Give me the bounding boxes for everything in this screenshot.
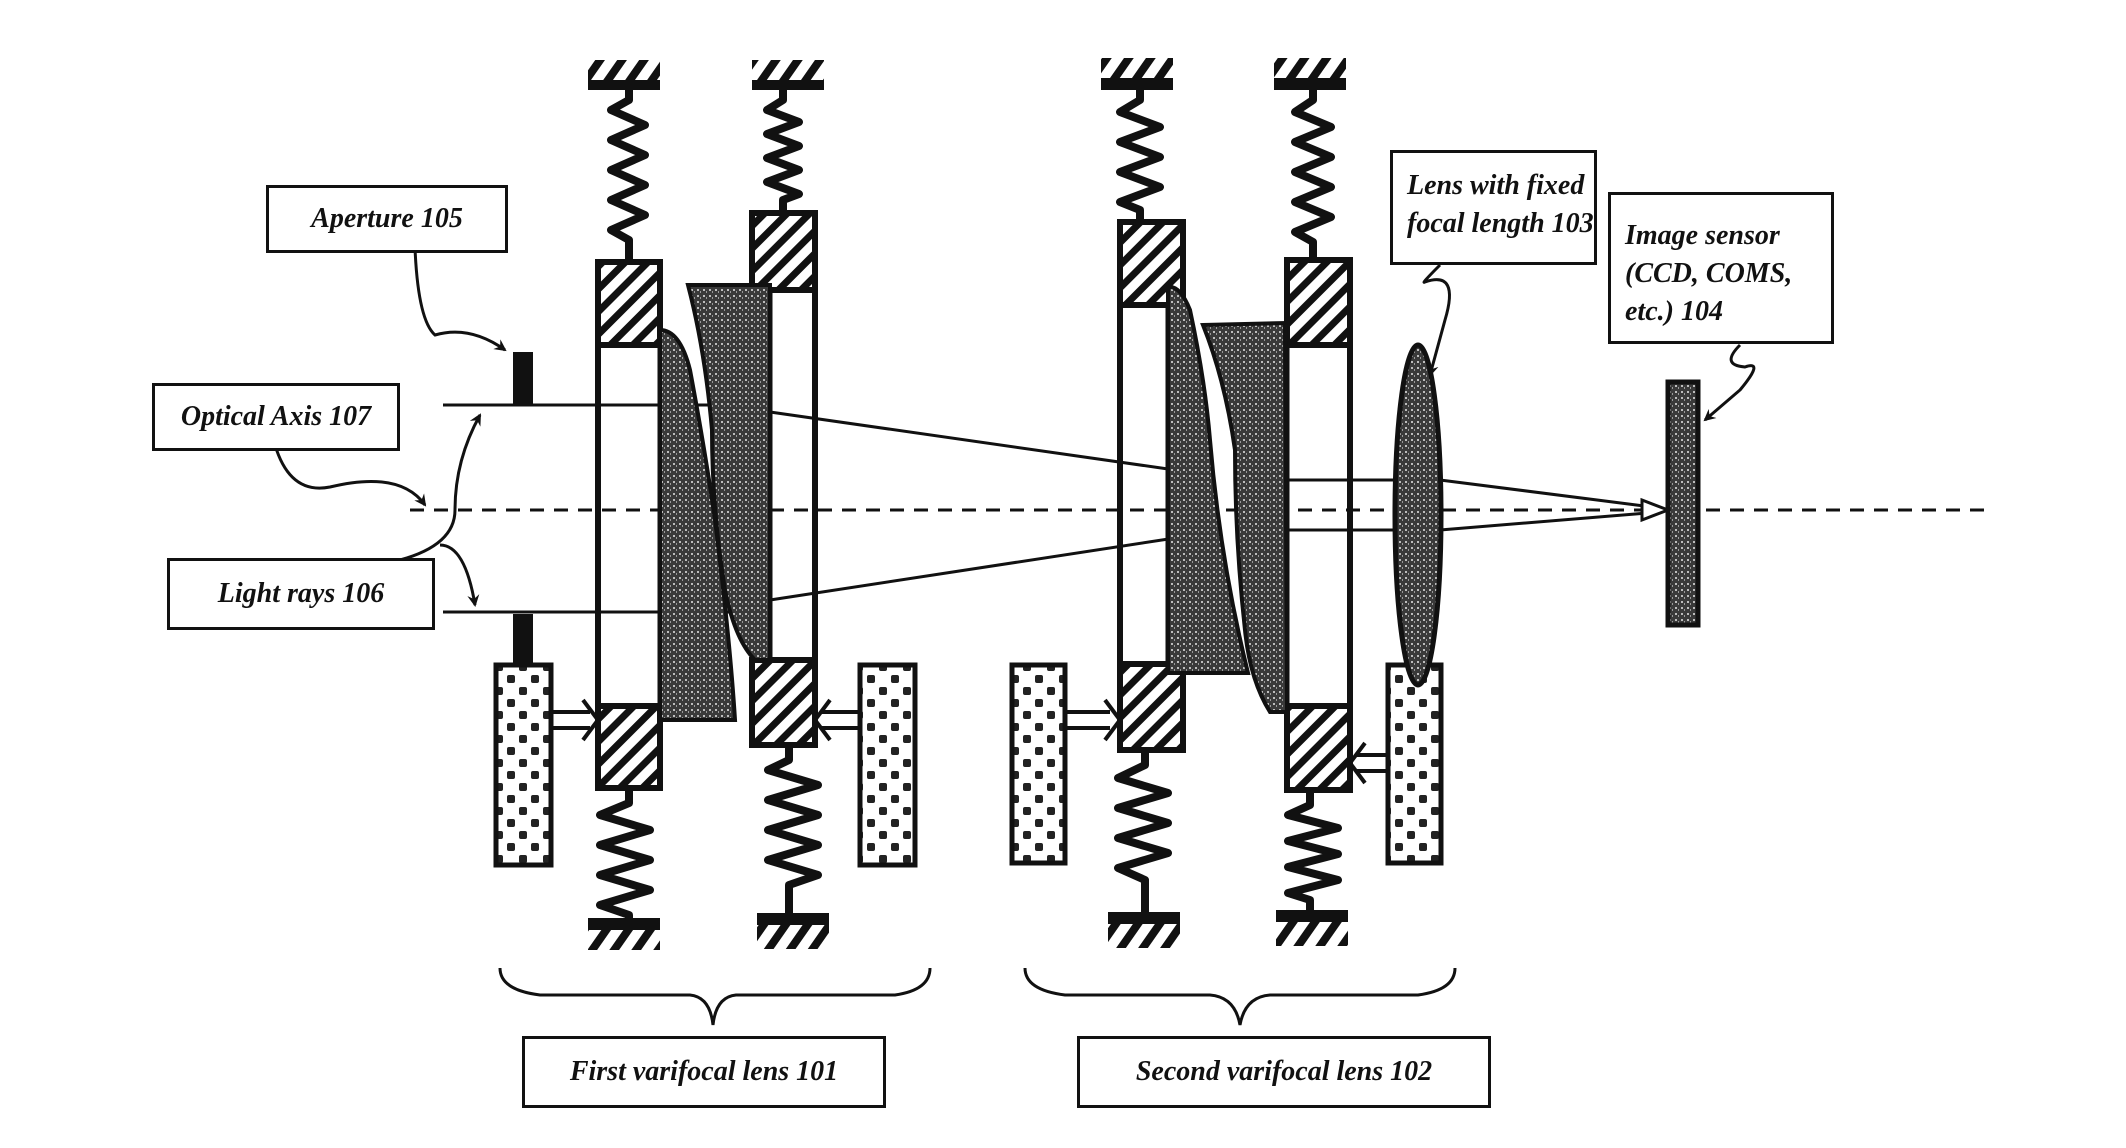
- image-sensor-label-line-3: etc.) 104: [1625, 296, 1723, 327]
- spring-bottom-c: [1114, 750, 1172, 912]
- light-rays-label-text: Light rays 106: [217, 578, 385, 609]
- leader-image-sensor: [1703, 343, 1756, 422]
- ground-bottom-d-bar: [1276, 910, 1348, 922]
- ground-top-c: [1101, 58, 1173, 80]
- light-ray-top-focus: [1439, 478, 1661, 510]
- optical-axis-label: Optical Axis 107: [152, 383, 400, 451]
- light-ray-top-middle: [769, 410, 1176, 472]
- ground-bottom-c-bar: [1108, 912, 1180, 924]
- leader-light-rays-top: [399, 413, 482, 562]
- brace-first-varifocal: [498, 967, 932, 1026]
- ground-top-b: [752, 60, 824, 82]
- first-varifocal-label-text: First varifocal lens 101: [569, 1056, 839, 1087]
- ground-top-c-bar: [1101, 78, 1173, 90]
- ground-bottom-d: [1276, 922, 1348, 946]
- aperture-label: Aperture 105: [266, 185, 508, 253]
- optical-axis-label-text: Optical Axis 107: [180, 401, 372, 432]
- frame-d-top-block: [1284, 257, 1353, 348]
- actuator-left-2: [1009, 662, 1068, 866]
- aperture-label-text: Aperture 105: [311, 203, 463, 234]
- lens-element-2a: [1166, 284, 1251, 675]
- lens-element-2b: [1200, 320, 1290, 714]
- lens-element-1b: [685, 283, 772, 662]
- first-varifocal-label: First varifocal lens 101: [522, 1036, 886, 1108]
- spring-bottom-d: [1284, 790, 1342, 912]
- fixed-lens-label-line-1: Lens with fixed: [1407, 170, 1585, 201]
- brace-second-varifocal: [1023, 967, 1457, 1026]
- ground-top-b-bar: [752, 80, 824, 90]
- ground-bottom-b: [757, 925, 829, 949]
- spring-bottom-a: [596, 788, 654, 922]
- second-varifocal-label-text: Second varifocal lens 102: [1135, 1056, 1433, 1087]
- ground-top-a-bar: [588, 80, 660, 90]
- aperture-bottom-block: [513, 614, 533, 666]
- leader-aperture: [413, 247, 507, 352]
- actuator-right-2: [1385, 662, 1444, 866]
- fixed-focal-lens: [1392, 342, 1444, 688]
- actuator-left-2-arrow-icon: [1103, 698, 1123, 742]
- leader-light-rays-bottom: [439, 543, 480, 607]
- spring-top-d: [1291, 90, 1335, 260]
- ground-top-d-bar: [1274, 78, 1346, 90]
- spring-top-b: [763, 90, 803, 213]
- actuator-left-1: [493, 662, 554, 868]
- leader-optical-axis: [273, 444, 427, 507]
- ground-top-a: [588, 60, 660, 82]
- actuator-right-1-arrow-icon: [812, 698, 832, 742]
- lens-element-1a: [658, 327, 738, 722]
- light-rays-label: Light rays 106: [167, 558, 435, 630]
- frame-a-bottom-block: [595, 703, 663, 791]
- ground-bottom-b-bar: [757, 913, 829, 925]
- focal-point-arrow-icon: [1640, 497, 1673, 523]
- actuator-right-1: [857, 662, 918, 868]
- frame-c-bottom-block: [1117, 661, 1186, 753]
- light-ray-bottom-middle: [769, 536, 1176, 602]
- leader-fixed-lens: [1422, 263, 1451, 377]
- frame-b-top-block: [749, 210, 818, 293]
- spring-top-a: [607, 90, 649, 262]
- image-sensor-label: Image sensor (CCD, COMS, etc.) 104: [1608, 192, 1834, 344]
- second-varifocal-lens-group: [1009, 58, 1444, 948]
- ground-bottom-c: [1108, 924, 1180, 948]
- image-sensor-label-line-1: Image sensor: [1625, 220, 1780, 251]
- aperture-top-block: [513, 352, 533, 404]
- frame-d-bottom-block: [1284, 703, 1353, 793]
- spring-bottom-b: [764, 745, 822, 915]
- image-sensor: [1665, 379, 1701, 628]
- fixed-lens-label: Lens with fixed focal length 103: [1390, 150, 1597, 265]
- actuator-left-1-arrow-icon: [581, 698, 601, 742]
- actuator-right-2-arrow-icon: [1347, 741, 1367, 785]
- first-varifocal-lens-group: [493, 60, 918, 950]
- spring-top-c: [1116, 90, 1164, 222]
- frame-a-top-block: [595, 259, 663, 348]
- light-ray-bottom-focus: [1439, 510, 1661, 532]
- image-sensor-label-line-2: (CCD, COMS,: [1625, 258, 1793, 289]
- ground-bottom-a-bar: [588, 918, 660, 930]
- ground-top-d: [1274, 58, 1346, 80]
- second-varifocal-label: Second varifocal lens 102: [1077, 1036, 1491, 1108]
- frame-b-bottom-block: [749, 657, 818, 748]
- fixed-lens-label-line-2: focal length 103: [1407, 208, 1594, 239]
- ground-bottom-a: [588, 930, 660, 950]
